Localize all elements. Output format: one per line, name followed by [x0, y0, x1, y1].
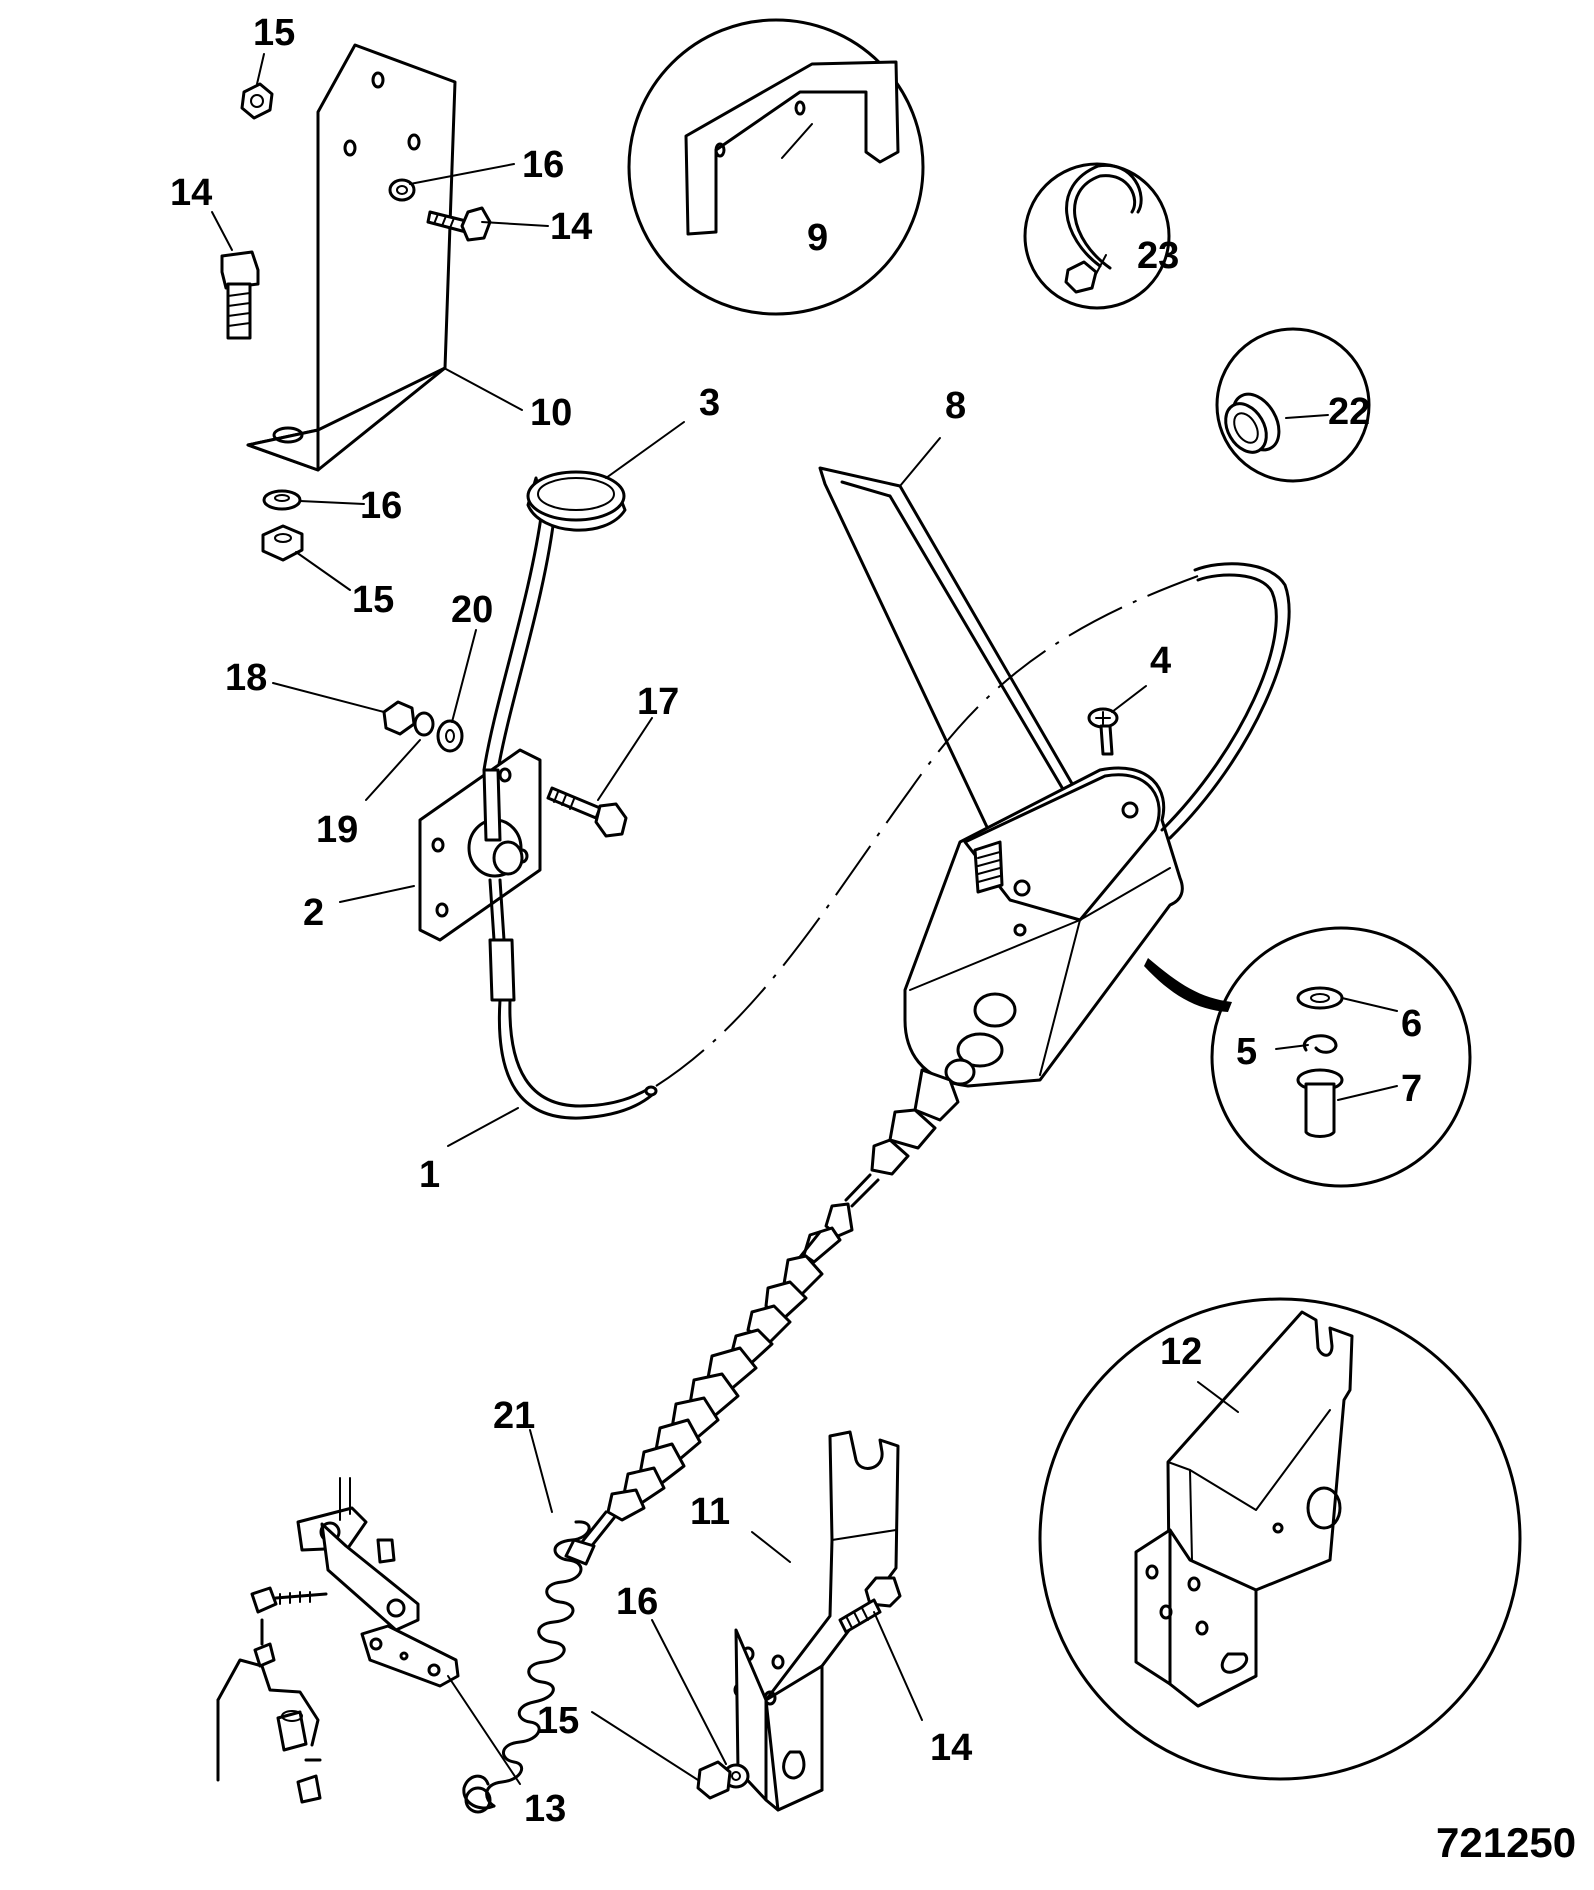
throttle-lever-plate-part-13 — [360, 1624, 460, 1688]
callout-15: 15 — [537, 1700, 579, 1742]
cable-bracket-part-11 — [733, 1430, 900, 1812]
callout-5: 5 — [1236, 1031, 1257, 1073]
mounting-bracket-part-10 — [246, 43, 457, 472]
bolt-part-14-bottom — [838, 1576, 902, 1634]
callout-3: 3 — [699, 382, 720, 424]
callout-19: 19 — [316, 809, 358, 851]
callout-13: 13 — [524, 1788, 566, 1830]
callout-20: 20 — [451, 589, 493, 631]
bolt-part-14-right — [426, 206, 492, 242]
hand-throttle-lever-part-3 — [482, 470, 627, 772]
callout-15: 15 — [352, 579, 394, 621]
pedal-housing — [903, 766, 1184, 1088]
callout-2: 2 — [303, 892, 324, 934]
diagram-reference-number: 721250 — [1436, 1819, 1576, 1866]
callout-16: 16 — [522, 144, 564, 186]
detail-circle-parts-5-6-7 — [1144, 926, 1472, 1188]
callout-14: 14 — [170, 172, 212, 214]
callout-18: 18 — [225, 657, 267, 699]
detail-circle-part-12 — [1038, 1297, 1522, 1781]
tension-spring-part-21 — [462, 1520, 591, 1814]
callout-8: 8 — [945, 385, 966, 427]
callout-14: 14 — [550, 206, 592, 248]
cable-routing-line — [655, 575, 1199, 1087]
bolt-part-14-left — [220, 250, 260, 340]
screw-part-4 — [1087, 707, 1119, 756]
callout-7: 7 — [1401, 1068, 1422, 1110]
nut-part-15-top — [240, 82, 274, 120]
washer-part-16-mid — [262, 489, 302, 511]
callout-16: 16 — [616, 1581, 658, 1623]
leader-lines — [211, 53, 1398, 1785]
lever-mount-plate-part-2 — [418, 748, 542, 942]
callout-22: 22 — [1328, 391, 1370, 433]
detail-circle-part-23 — [1023, 162, 1171, 310]
callout-17: 17 — [637, 681, 679, 723]
callout-21: 21 — [493, 1395, 535, 1437]
callout-23: 23 — [1137, 235, 1179, 277]
callout-4: 4 — [1150, 640, 1171, 682]
bolt-part-17 — [546, 786, 628, 838]
callout-15: 15 — [253, 12, 295, 54]
callout-1: 1 — [419, 1154, 440, 1196]
callout-12: 12 — [1160, 1331, 1202, 1373]
detail-circle-part-22 — [1215, 327, 1371, 483]
callout-14: 14 — [930, 1727, 972, 1769]
callout-9: 9 — [807, 217, 828, 259]
nut-part-15-bottom — [696, 1760, 732, 1800]
callout-11: 11 — [690, 1491, 730, 1533]
lock-washer-part-19 — [413, 711, 435, 737]
callout-16: 16 — [360, 485, 402, 527]
carburettor-linkage — [216, 1477, 420, 1804]
callout-labels: 15 14 16 14 10 16 15 3 8 20 18 17 4 19 2… — [170, 12, 1422, 1830]
callout-10: 10 — [530, 392, 572, 434]
washer-part-20 — [436, 719, 464, 753]
nut-part-18 — [382, 700, 416, 736]
return-spring-wire — [1160, 562, 1291, 840]
throttle-cable-part-1 — [488, 878, 658, 1120]
callout-6: 6 — [1401, 1003, 1422, 1045]
throttle-cable-assembly — [564, 1068, 960, 1566]
detail-circle-part-9 — [627, 18, 925, 316]
washer-part-16-top — [388, 178, 416, 202]
nut-part-15-mid — [261, 524, 304, 562]
